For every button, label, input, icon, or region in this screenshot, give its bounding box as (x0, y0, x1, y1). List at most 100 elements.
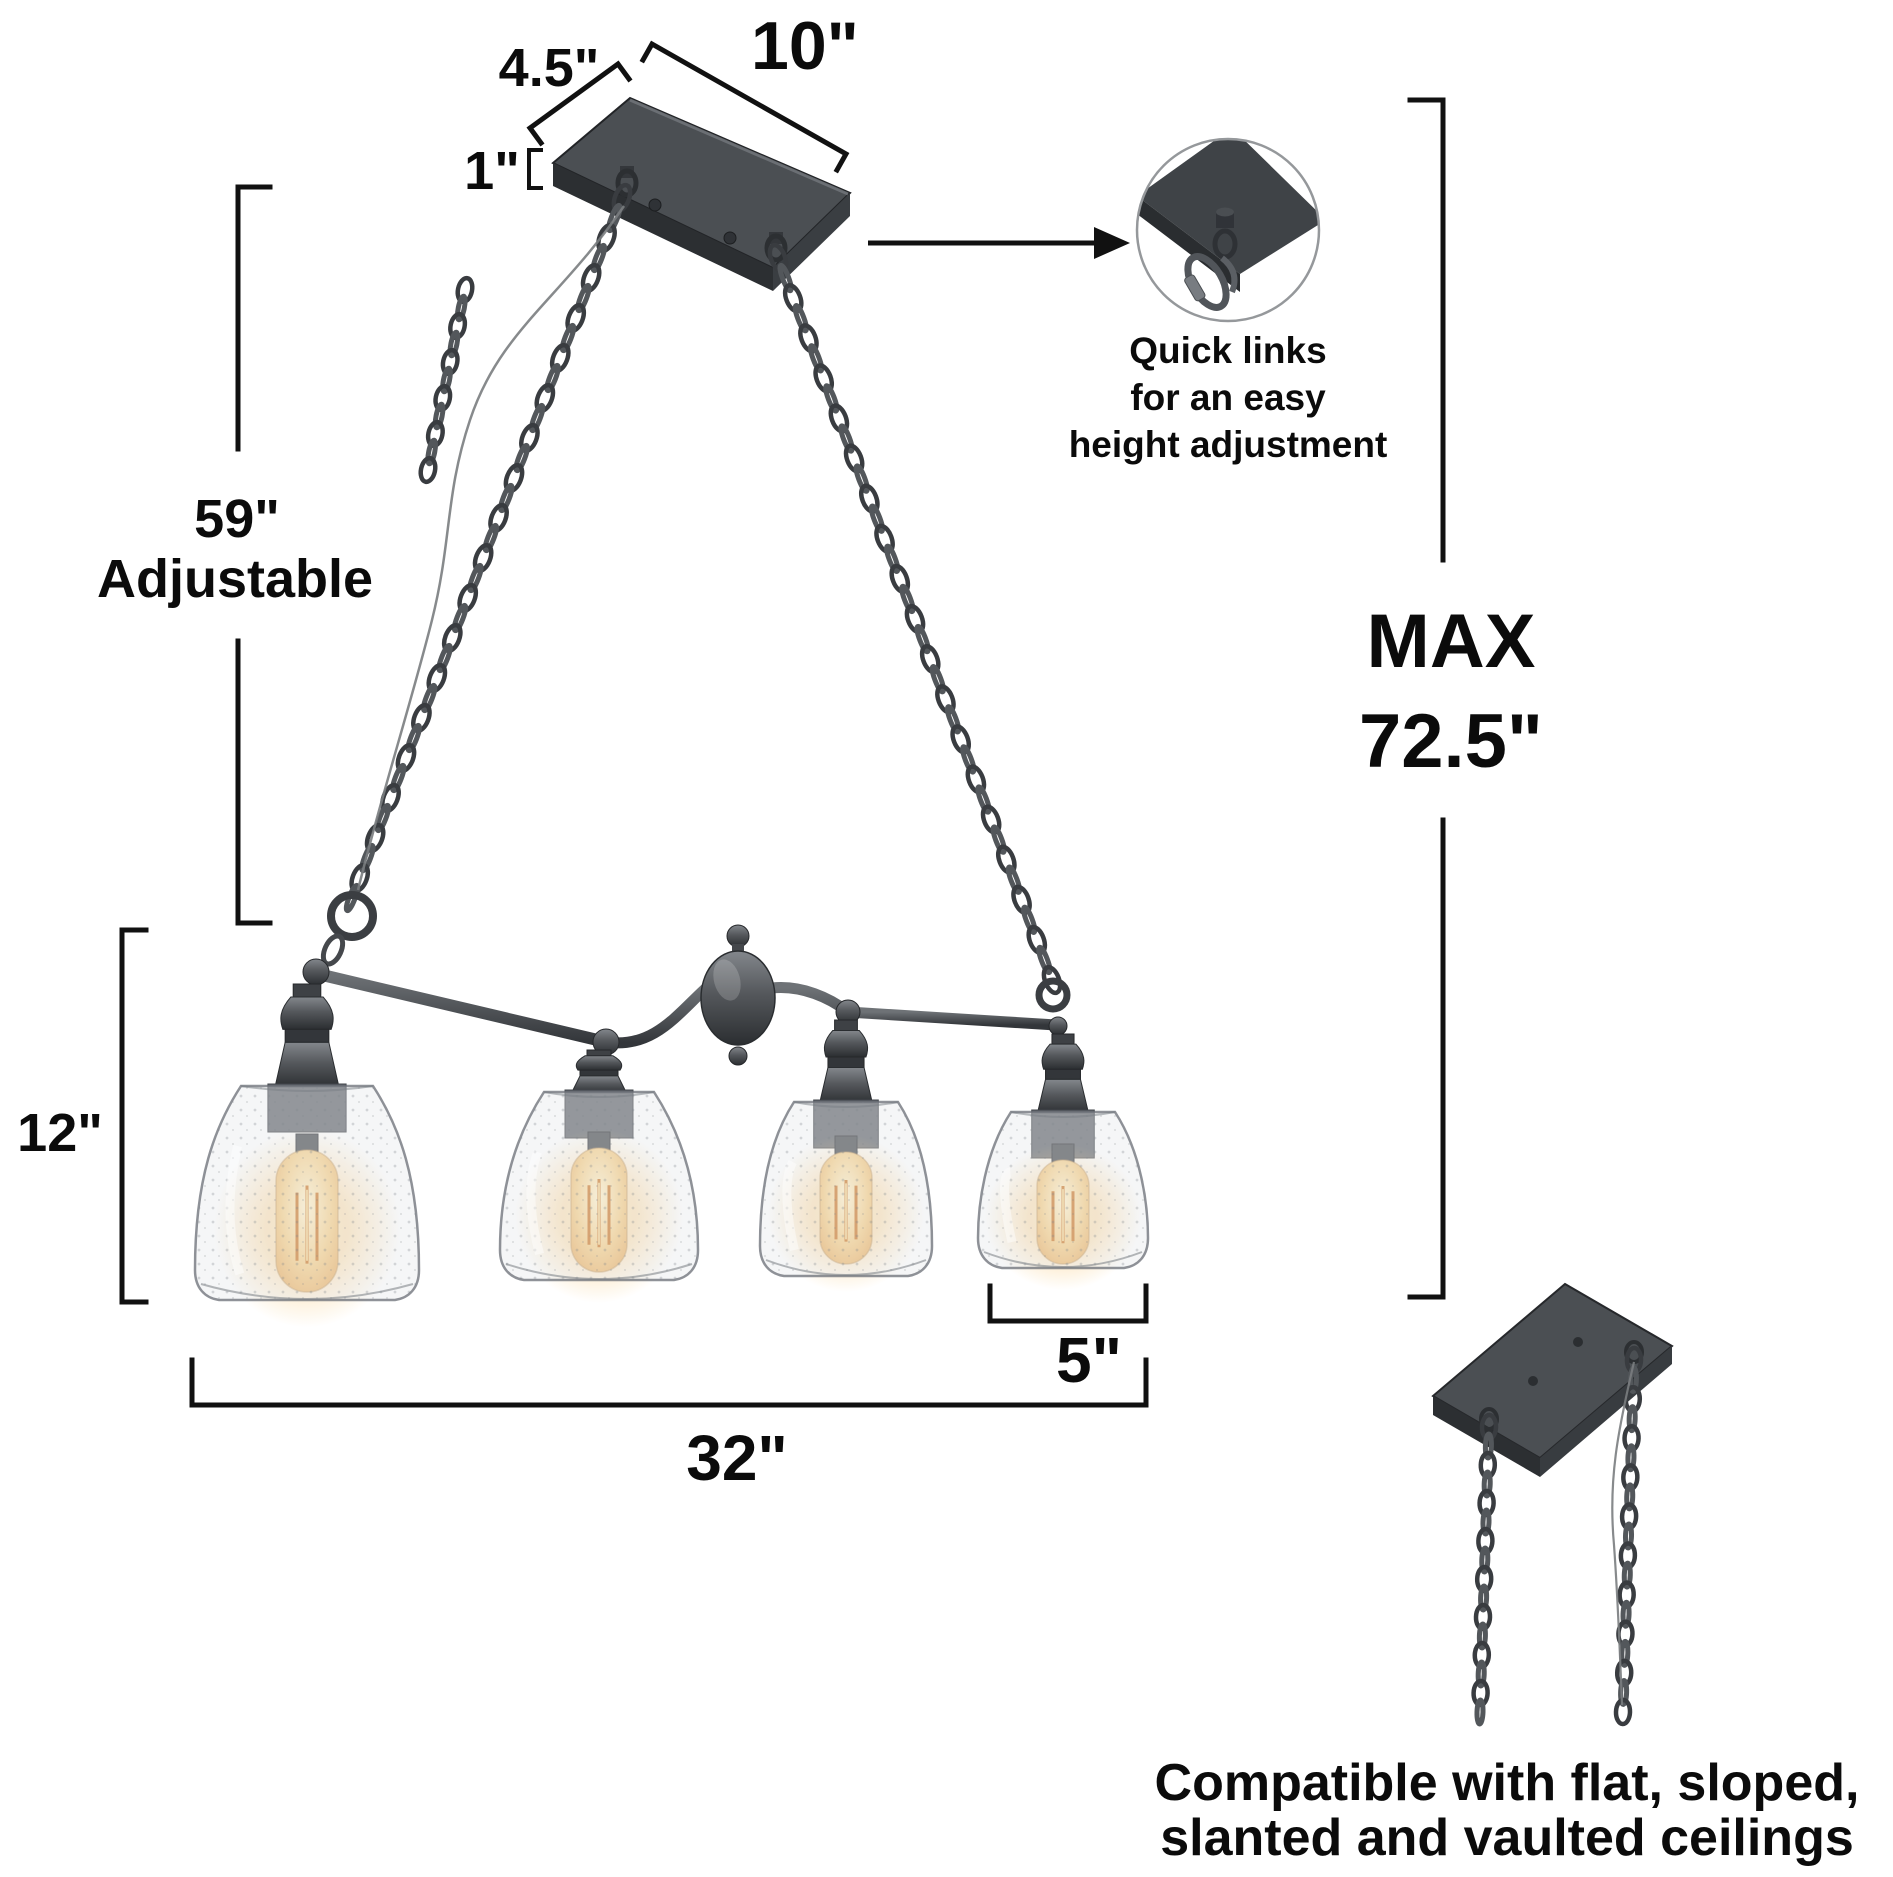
chain-link (405, 722, 422, 754)
chain-link (1619, 1638, 1631, 1668)
callout-arrow-head (1094, 227, 1130, 259)
chain-link (418, 455, 438, 485)
quick-link-sleeve (1184, 274, 1206, 302)
mini-canopy-stud (1528, 1376, 1538, 1386)
label-shade-height: 12" (17, 1103, 103, 1163)
callout-compatibility-line1: Compatible with flat, sloped, (1155, 1754, 1860, 1812)
callout-quick-links-line3: height adjustment (1069, 424, 1388, 465)
canopy-side-face (773, 193, 850, 291)
chain-link (436, 642, 453, 674)
callout-quick-links-line1: Quick links (1129, 330, 1326, 371)
label-max: MAX (1367, 599, 1536, 684)
label-chain-length: 59" (194, 489, 280, 549)
inset-circle-border (1135, 137, 1321, 323)
chain-link (777, 262, 794, 294)
label-canopy-width: 10" (751, 8, 859, 84)
chain-link (990, 824, 1007, 855)
dimension-lines (119, 40, 1446, 1408)
chain-link (1625, 1443, 1637, 1473)
chain-link (1021, 904, 1038, 935)
chain-link (838, 423, 855, 454)
adjustment-wire (356, 205, 626, 891)
mini-canopy-chains (1471, 1345, 1644, 1727)
chain-link (482, 522, 499, 554)
chain-link (1005, 864, 1022, 895)
chain-link (1479, 1545, 1491, 1575)
chain-link (823, 383, 840, 414)
chain-link (1621, 1560, 1633, 1590)
center-ball (700, 950, 776, 1046)
label-chain-note: Adjustable (97, 549, 373, 609)
chain-link (1624, 1482, 1636, 1512)
chain-link (853, 463, 870, 494)
glass-highlight (782, 1159, 799, 1252)
glass-highlight (1000, 1167, 1017, 1244)
labels: 4.5" 10" 1" 59" Adjustable 12" MAX 72.5"… (17, 8, 1859, 1867)
chain-link (1613, 1697, 1633, 1727)
chain-link (455, 275, 475, 305)
ball-finial-top (726, 924, 750, 948)
dim-bracket-chain-bottom (235, 638, 273, 926)
left-quick-link (320, 933, 346, 967)
chain-link (899, 583, 916, 615)
glass-highlight (526, 1150, 544, 1256)
mini-canopy-side-face (1540, 1346, 1672, 1477)
chain-link (914, 623, 931, 655)
chain-link (606, 202, 623, 234)
chain-link (447, 329, 461, 359)
chain-link (1474, 1697, 1486, 1727)
chain-link (1481, 1469, 1493, 1499)
chain-link (808, 343, 825, 374)
dim-bracket-max-bottom (1407, 817, 1446, 1300)
chain-link (1478, 1583, 1490, 1613)
inset-loop-base (1216, 212, 1234, 228)
glass-shade-3 (758, 1100, 934, 1278)
quick-link-inset (1135, 137, 1321, 323)
dim-line-canopy-width (639, 40, 850, 174)
chain-link (575, 282, 592, 314)
canopy-stud (648, 198, 662, 212)
label-canopy-thickness: 1" (464, 141, 520, 201)
label-max-value: 72.5" (1359, 699, 1543, 784)
chain-link (440, 347, 460, 377)
chain-link (544, 362, 561, 394)
seeded-glass-shades (193, 1084, 1150, 1302)
left-chain-ring (327, 891, 377, 941)
hanging-chains (343, 182, 1063, 996)
inset-loop-cap (1216, 207, 1234, 217)
mini-canopy-loop (1479, 1407, 1499, 1431)
chain-link (1620, 1599, 1632, 1629)
dim-bracket-shade-height (119, 927, 149, 1305)
chain-link (975, 784, 992, 815)
chain-link (433, 383, 453, 413)
left-end-joint (302, 958, 330, 986)
dim-bracket-fixture-length (189, 1357, 1149, 1408)
ceiling-canopy (551, 96, 852, 291)
dim-line-canopy-depth (526, 60, 633, 147)
right-end-cap (1048, 1016, 1068, 1036)
chain-link (1482, 1431, 1494, 1461)
label-fixture-length: 32" (686, 1422, 788, 1494)
chain-link (1480, 1507, 1492, 1537)
canopy-stud (723, 231, 737, 245)
chain-link (945, 704, 962, 735)
callout-quick-links-line2: for an easy (1130, 377, 1326, 418)
canopy-chain-loop (615, 168, 639, 198)
chain-link (1626, 1404, 1638, 1434)
chain-link (421, 682, 438, 714)
chain-link (467, 562, 484, 594)
inset-chain-hook (1220, 255, 1238, 294)
fixture-frame (302, 891, 1071, 1066)
chain-link (868, 503, 885, 534)
glass-shade-2 (498, 1090, 700, 1282)
label-shade-diameter: 5" (1056, 1324, 1122, 1396)
inset-quick-link (1184, 253, 1230, 311)
canopy-chain-loop (764, 233, 788, 263)
canopy-front-face (553, 163, 773, 291)
glass-shade-4 (976, 1110, 1150, 1270)
chain-link (448, 311, 468, 341)
chain-link (513, 442, 530, 474)
right-chain-ring (1035, 977, 1071, 1013)
